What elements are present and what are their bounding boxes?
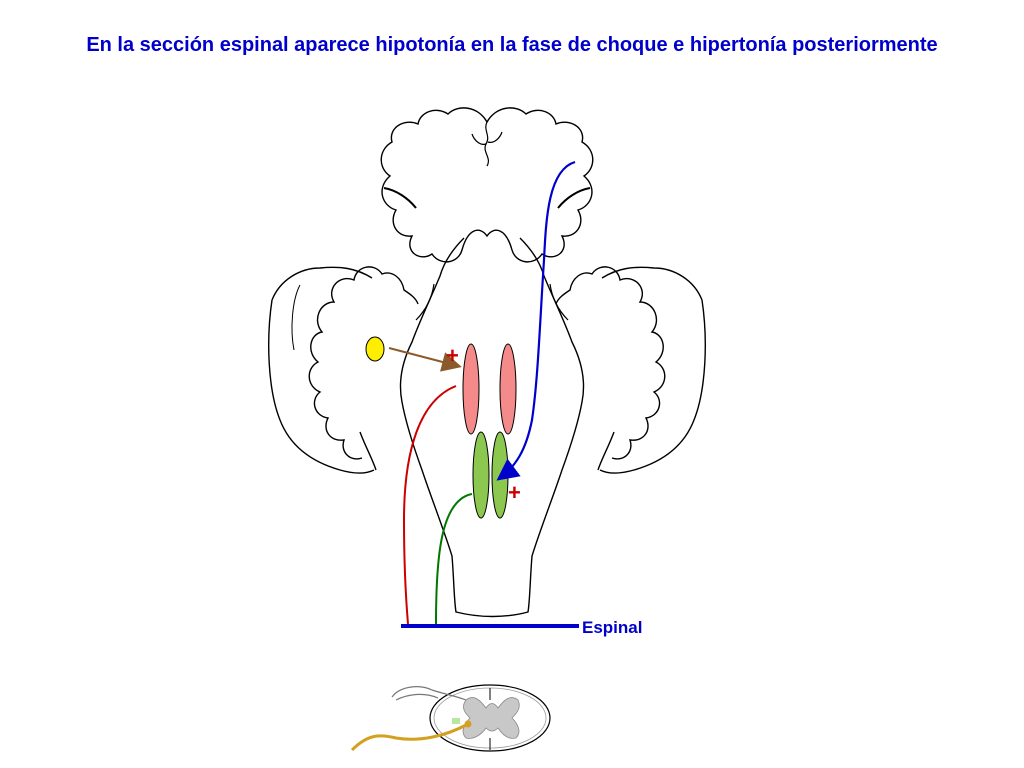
green-pathway <box>435 493 473 625</box>
blue-descending-pathway <box>496 160 576 481</box>
spinal-fiber-yellow <box>350 722 469 752</box>
brainstem-left-notch <box>415 283 435 321</box>
cerebellum-left-top <box>271 266 373 301</box>
cerebellum-right-edge <box>599 299 706 474</box>
dorsal-root-fiber-2 <box>395 693 439 701</box>
fissure-branch-left <box>471 133 487 145</box>
cerebellum-right-top <box>601 266 703 301</box>
brainstem-right-notch <box>549 283 569 321</box>
plus-lower: + <box>508 480 521 505</box>
green-nucleus-left <box>472 431 490 519</box>
red-pathway <box>402 385 457 625</box>
cerebellum-left-fissure <box>359 431 377 471</box>
cerebellum-left-folia <box>291 284 301 351</box>
lateral-sulcus-left <box>383 187 417 209</box>
pink-nucleus-left <box>462 343 480 435</box>
green-nucleus-right <box>491 431 509 519</box>
dorsal-root-fiber <box>391 686 467 701</box>
cerebellum-left <box>308 266 419 460</box>
cerebellum-right-fissure <box>597 431 615 471</box>
brainstem-outline <box>399 237 585 618</box>
cerebellum-right <box>555 266 666 460</box>
lateral-sulcus-right <box>557 187 591 209</box>
green-mark-spinal <box>452 718 460 724</box>
slide-title: En la sección espinal aparece hipotonía … <box>86 34 938 56</box>
cerebellum-left-edge <box>268 299 375 474</box>
spinal-fiber-terminal <box>464 720 472 728</box>
plus-upper: + <box>446 343 459 368</box>
spinal-section-label: Espinal <box>582 618 642 637</box>
cerebral-hemispheres <box>380 107 594 263</box>
brown-arrow <box>388 347 462 372</box>
yellow-nucleus <box>365 336 385 362</box>
spinal-grey-matter <box>462 697 520 739</box>
pink-nucleus-right <box>499 343 517 435</box>
fissure-branch-right <box>487 131 503 143</box>
